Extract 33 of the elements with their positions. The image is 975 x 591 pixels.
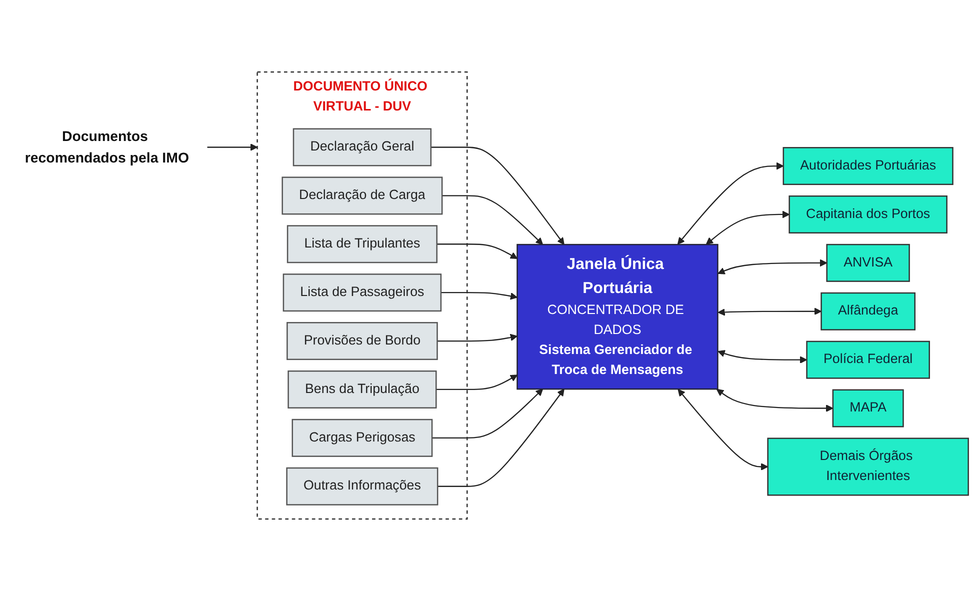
arrow: [718, 350, 808, 364]
node-box: Janela Única Portuária CONCENTRADOR DE DADOS Sistema Gerenciador de Troca de Mensagens: [516, 244, 718, 390]
node-box: Provisões de Bordo: [286, 322, 438, 360]
node-box: Lista de Tripulantes: [286, 225, 438, 264]
arrow: [436, 374, 518, 390]
arrow: [678, 388, 768, 470]
arrow: [430, 146, 564, 245]
node-box: Autoridades Portuárias: [782, 147, 954, 186]
node-text: Documentos recomendados pela IMO: [24, 128, 189, 166]
arrow: [437, 334, 518, 342]
arrow: [438, 388, 564, 487]
node-box: Declaração de Carga: [282, 176, 443, 215]
arrow: [207, 144, 258, 151]
arrow: [440, 292, 518, 300]
node-box: Declaração Geral: [292, 128, 432, 166]
arrow: [677, 162, 784, 245]
arrow: [706, 210, 790, 245]
node-box: Outras Informações: [286, 467, 438, 506]
node-box: MAPA: [832, 389, 904, 428]
node-box: Demais Órgãos Intervenientes: [767, 438, 969, 496]
arrow: [432, 388, 544, 438]
node-box: Alfândega: [820, 292, 916, 330]
node-box: Lista de Passageiros: [282, 274, 442, 312]
arrow: [436, 244, 518, 259]
node-box: ANVISA: [826, 244, 910, 282]
arrow: [716, 388, 834, 412]
node-box: Capitania dos Portos: [788, 195, 948, 234]
arrow: [718, 308, 822, 316]
node-box: Cargas Perigosas: [292, 418, 433, 457]
node-box: Bens da Tripulação: [288, 370, 437, 408]
arrow: [442, 195, 544, 245]
node-box: Polícia Federal: [806, 340, 930, 379]
arrow: [718, 259, 828, 274]
